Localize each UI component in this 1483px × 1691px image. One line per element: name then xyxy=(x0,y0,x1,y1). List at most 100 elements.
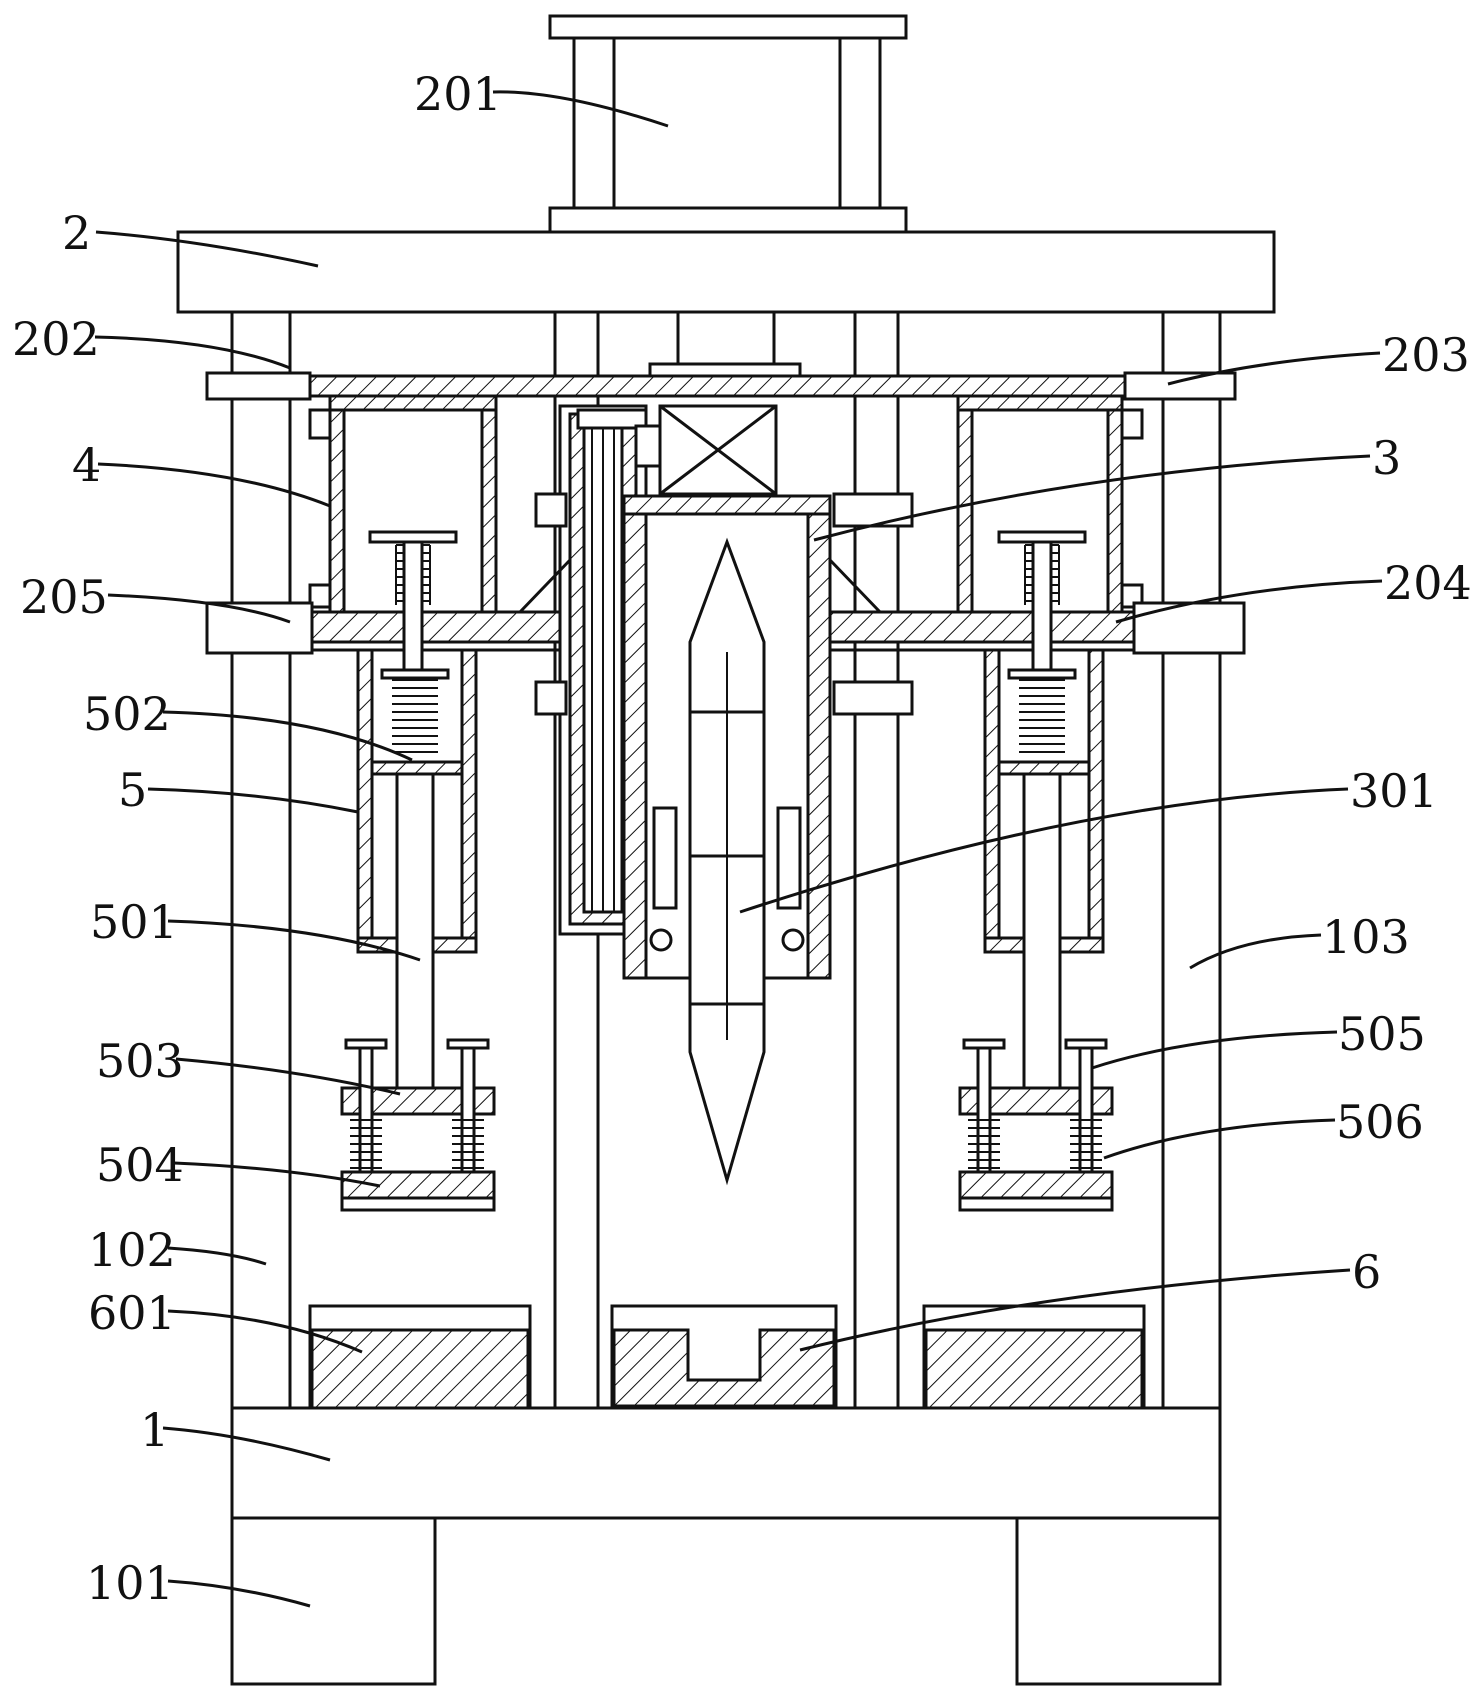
foot-left xyxy=(230,1516,437,1686)
clamp-nut-left xyxy=(649,928,673,952)
slider-block-204 xyxy=(1132,601,1246,655)
leader-504 xyxy=(173,1161,381,1188)
label-3: 3 xyxy=(1372,431,1401,485)
right-middle-spring-cap xyxy=(1007,668,1077,680)
work-block-right xyxy=(924,1328,1144,1410)
mid-guide-block-right-lower xyxy=(832,680,914,716)
work-block-6 xyxy=(612,1328,836,1408)
label-5: 5 xyxy=(118,763,147,817)
left-bolt-head-b xyxy=(446,1038,490,1050)
label-201: 201 xyxy=(414,67,502,121)
left-housing-clip-upper xyxy=(308,408,332,440)
belt-lines xyxy=(591,426,615,912)
leader-503 xyxy=(175,1057,401,1096)
label-1: 1 xyxy=(140,1403,169,1457)
left-spring-506-a xyxy=(350,1119,382,1169)
leader-6 xyxy=(799,1268,1351,1352)
left-outer-column xyxy=(230,310,292,1410)
left-upper-rod xyxy=(402,540,424,674)
leader-202 xyxy=(94,335,291,370)
slider-block-right xyxy=(1123,371,1237,401)
leader-205 xyxy=(107,593,291,624)
cylinder-bottom-cap xyxy=(548,206,908,234)
right-lower-press-plate xyxy=(958,1170,1114,1200)
mid-guide-block-left-upper xyxy=(534,492,568,528)
left-bolt-a xyxy=(358,1046,374,1174)
leader-203 xyxy=(1167,351,1381,386)
right-lower-housing-wall-left xyxy=(983,648,1001,954)
slider-block-205 xyxy=(205,601,314,655)
leader-601 xyxy=(167,1309,363,1354)
leader-204 xyxy=(1115,579,1383,624)
label-202: 202 xyxy=(12,312,100,366)
rod-flange xyxy=(648,362,802,378)
leader-103 xyxy=(1189,933,1322,970)
label-6: 6 xyxy=(1352,1245,1381,1299)
left-piston-plate-502 xyxy=(370,760,464,776)
right-lower-housing-wall-right xyxy=(1087,648,1105,954)
label-205: 205 xyxy=(20,570,108,624)
drill-clamp-left xyxy=(652,806,678,910)
moving-plate xyxy=(308,374,1127,398)
left-piston-rod-501 xyxy=(395,772,435,1090)
left-lower-press-plate-504 xyxy=(340,1170,496,1200)
base-plate xyxy=(230,1406,1222,1520)
leader-301 xyxy=(739,787,1349,914)
label-505: 505 xyxy=(1338,1007,1426,1061)
right-housing-top xyxy=(956,394,1124,412)
leader-502 xyxy=(162,710,413,762)
label-103: 103 xyxy=(1322,910,1410,964)
right-bolt-head-505 xyxy=(1064,1038,1108,1050)
left-housing-top xyxy=(328,394,498,412)
right-inner-column xyxy=(853,310,900,1410)
right-housing-clip-upper xyxy=(1120,408,1144,440)
right-bolt-a xyxy=(976,1046,992,1174)
leader-4 xyxy=(97,462,331,508)
left-lower-housing-wall-left xyxy=(356,648,374,954)
left-press-base xyxy=(340,1196,496,1212)
right-outer-column xyxy=(1161,310,1222,1410)
label-2: 2 xyxy=(62,206,91,260)
left-housing-clip-lower xyxy=(308,583,332,609)
left-middle-spring-cap xyxy=(380,668,450,680)
right-piston-rod xyxy=(1022,772,1062,1090)
bracket-strut-right xyxy=(828,558,882,614)
piston-rod xyxy=(676,310,776,366)
right-upper-spring-edges xyxy=(1024,545,1060,605)
left-middle-spring xyxy=(392,679,438,753)
top-plate xyxy=(176,230,1276,314)
label-502: 502 xyxy=(83,687,171,741)
drill-housing-wall-right xyxy=(806,494,832,980)
right-piston-plate xyxy=(997,760,1091,776)
cylinder-left-post xyxy=(572,36,616,210)
drill-clamp-right xyxy=(776,806,802,910)
label-102: 102 xyxy=(88,1223,176,1277)
bracket-strut-left xyxy=(518,558,572,614)
label-301: 301 xyxy=(1350,764,1438,818)
label-601: 601 xyxy=(88,1286,176,1340)
label-4: 4 xyxy=(72,438,101,492)
bracket-plate-right xyxy=(828,610,1136,644)
drill-housing-top xyxy=(622,494,832,516)
label-504: 504 xyxy=(96,1138,184,1192)
drill-housing-wall-left xyxy=(622,494,648,980)
leader-501 xyxy=(167,919,421,962)
leader-506 xyxy=(1103,1118,1336,1160)
foot-right xyxy=(1015,1516,1222,1686)
leader-201 xyxy=(492,90,669,128)
label-506: 506 xyxy=(1336,1095,1424,1149)
left-housing-wall-right xyxy=(480,394,498,616)
left-spring-506-b xyxy=(452,1119,484,1169)
leader-3 xyxy=(813,454,1371,542)
right-housing-wall-right xyxy=(1106,394,1124,616)
label-203: 203 xyxy=(1382,328,1470,382)
right-bolt-505 xyxy=(1078,1046,1094,1174)
right-bolt-head-a xyxy=(962,1038,1006,1050)
leader-101 xyxy=(167,1579,311,1608)
label-204: 204 xyxy=(1384,556,1472,610)
right-spring-a xyxy=(968,1119,1000,1169)
cylinder-top-cap xyxy=(548,14,908,40)
label-101: 101 xyxy=(86,1556,174,1610)
mid-guide-block-right-upper xyxy=(832,492,914,528)
bracket-plate-left xyxy=(310,610,572,644)
